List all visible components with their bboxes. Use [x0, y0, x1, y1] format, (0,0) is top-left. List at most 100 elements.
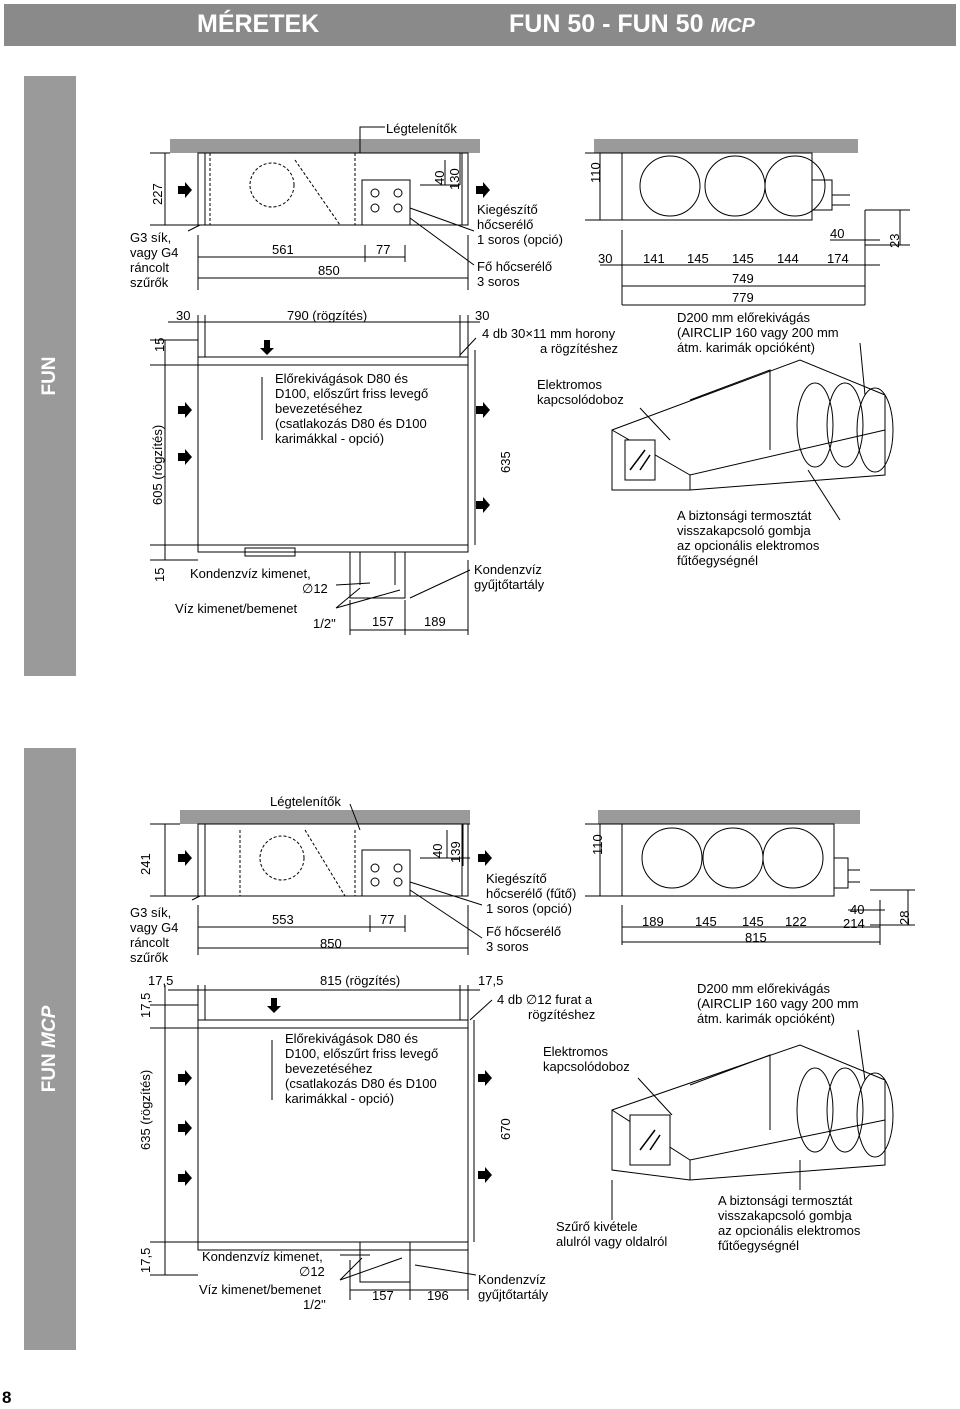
mcp-dim-241: 241 — [138, 853, 153, 875]
fun-d200-line2: (AIRCLIP 160 vagy 200 mm — [677, 325, 839, 340]
fun-filter-line3: ráncolt — [130, 260, 170, 275]
mcp-dim-815: 815 — [745, 930, 767, 945]
mcp-elektro-line1: Elektromos — [543, 1044, 609, 1059]
fun-dim-15b: 15 — [152, 567, 167, 582]
mcp-kondgyuj-line2: gyűjtőtartály — [478, 1287, 549, 1302]
mcp-filter-line2: vagy G4 — [130, 920, 179, 935]
fun-dim-189: 189 — [424, 614, 446, 629]
fun-dim-110: 110 — [588, 162, 603, 183]
fun-bizt-line3: az opcionális elektromos — [677, 538, 820, 553]
fun-dim-row-30: 30 — [598, 251, 613, 266]
fun-dim-157: 157 — [372, 614, 394, 629]
mcp-elorek-line1: Előrekivágások D80 és — [285, 1031, 418, 1046]
fun-d200-line1: D200 mm előrekivágás — [677, 310, 810, 325]
fun-fo-line1: Fő hőcserélő — [477, 259, 553, 274]
fun-filter-line4: szűrők — [130, 275, 169, 290]
fun-kieg-line2: hőcserélő — [477, 217, 534, 232]
mcp-elorek-line3: bevezetéséhez — [285, 1061, 373, 1076]
fun-dim-40: 40 — [432, 170, 447, 185]
fun-bizt-line2: visszakapcsoló gombja — [677, 523, 811, 538]
mcp-dim-214: 214 — [843, 916, 865, 931]
mcp-dim-row-122: 122 — [785, 914, 807, 929]
mcp-bizt-line4: fűtőegységnél — [718, 1238, 799, 1253]
fun-horony-line1: 4 db 30×11 mm horony — [482, 326, 616, 341]
page-number: 8 — [2, 1388, 12, 1407]
fun-dim-row-174: 174 — [827, 251, 849, 266]
mcp-dim-139: 139 — [448, 841, 463, 863]
fun-bizt-line1: A biztonsági termosztát — [677, 508, 812, 523]
mcp-dim-175b: 17,5 — [478, 973, 504, 988]
mcp-dim-175d: 17,5 — [138, 1247, 153, 1273]
mcp-bottom-unit — [197, 1019, 469, 1251]
mcp-elorek-line5: karimákkal - opció) — [285, 1091, 395, 1106]
fun-dim-605: 605 (rögzítés) — [150, 424, 165, 505]
mcp-d200-line1: D200 mm előrekivágás — [697, 981, 830, 996]
mcp-dim-77: 77 — [380, 912, 395, 927]
fun-dim-850: 850 — [318, 263, 340, 278]
mcp-fo-line1: Fő hőcserélő — [486, 924, 562, 939]
mcp-d200-line3: átm. karimák opcióként) — [697, 1011, 835, 1026]
mcp-dim-175a: 17,5 — [148, 973, 174, 988]
fun-kieg-line3: 1 soros (opció) — [477, 232, 563, 247]
mcp-dim-row-189: 189 — [642, 914, 664, 929]
fun-dim-15a: 15 — [152, 337, 167, 352]
mcp-bizt-line1: A biztonsági termosztát — [718, 1193, 853, 1208]
mcp-elorek-line4: (csatlakozás D80 és D100 — [285, 1076, 437, 1091]
mcp-side-unit — [621, 823, 835, 897]
header-model-suffix: MCP — [710, 15, 755, 37]
mcp-viz-line1: Víz kimenet/bemenet — [199, 1282, 322, 1297]
fun-dim-40r: 40 — [830, 226, 845, 241]
fun-d200-line3: átm. karimák opcióként) — [677, 340, 815, 355]
mcp-szuro-line2: alulról vagy oldalról — [556, 1234, 668, 1249]
fun-dim-row-144: 144 — [777, 251, 799, 266]
mcp-dim-40: 40 — [430, 843, 445, 858]
mcp-d200-line2: (AIRCLIP 160 vagy 200 mm — [697, 996, 859, 1011]
mcp-legtelenito-label: Légtelenítők — [270, 794, 341, 809]
fun-dim-561: 561 — [272, 242, 294, 257]
fun-dim-row-141: 141 — [643, 251, 665, 266]
mcp-dim-157: 157 — [372, 1288, 394, 1303]
fun-dim-749: 749 — [732, 271, 754, 286]
fun-legtelenito-label: Légtelenítők — [386, 121, 457, 136]
mcp-top-unit — [197, 823, 469, 897]
mcp-dim-row-145a: 145 — [695, 914, 717, 929]
ceiling-bar-mcp-top — [180, 810, 470, 824]
ceiling-bar-mcp-side — [598, 810, 860, 824]
fun-kondgyuj-line2: gyűjtőtartály — [474, 577, 545, 592]
mcp-dim-40r: 40 — [850, 902, 865, 917]
fun-kieg-line1: Kiegészítő — [477, 202, 538, 217]
mcp-dim-110: 110 — [590, 834, 605, 855]
mcp-dim-28: 28 — [897, 910, 912, 925]
fun-rogzites: 790 (rögzítés) — [287, 308, 368, 323]
fun-dim-23: 23 — [887, 233, 902, 248]
mcp-d200-label: D200 mm előrekivágás(AIRCLIP 160 vagy 20… — [697, 981, 859, 1026]
fun-filter-line2: vagy G4 — [130, 245, 179, 260]
page-header: MÉRETEK FUN 50 - FUN 50 MCP — [4, 4, 956, 46]
header-right-title: FUN 50 - FUN 50 MCP — [509, 10, 755, 39]
ceiling-bar-top — [170, 139, 480, 153]
fun-elorek-line2: D100, előszűrt friss levegő — [275, 386, 429, 401]
mcp-rogzites: 815 (rögzítés) — [320, 973, 401, 988]
mcp-szuro-line1: Szűrő kivétele — [556, 1219, 638, 1234]
fun-dim-77: 77 — [376, 242, 391, 257]
mcp-dim-553: 553 — [272, 912, 294, 927]
fun-bottom-unit — [197, 356, 469, 553]
fun-dim-227: 227 — [150, 183, 165, 205]
fun-d200-label: D200 mm előrekivágás(AIRCLIP 160 vagy 20… — [677, 310, 839, 355]
mcp-fo-line2: 3 soros — [486, 939, 529, 954]
